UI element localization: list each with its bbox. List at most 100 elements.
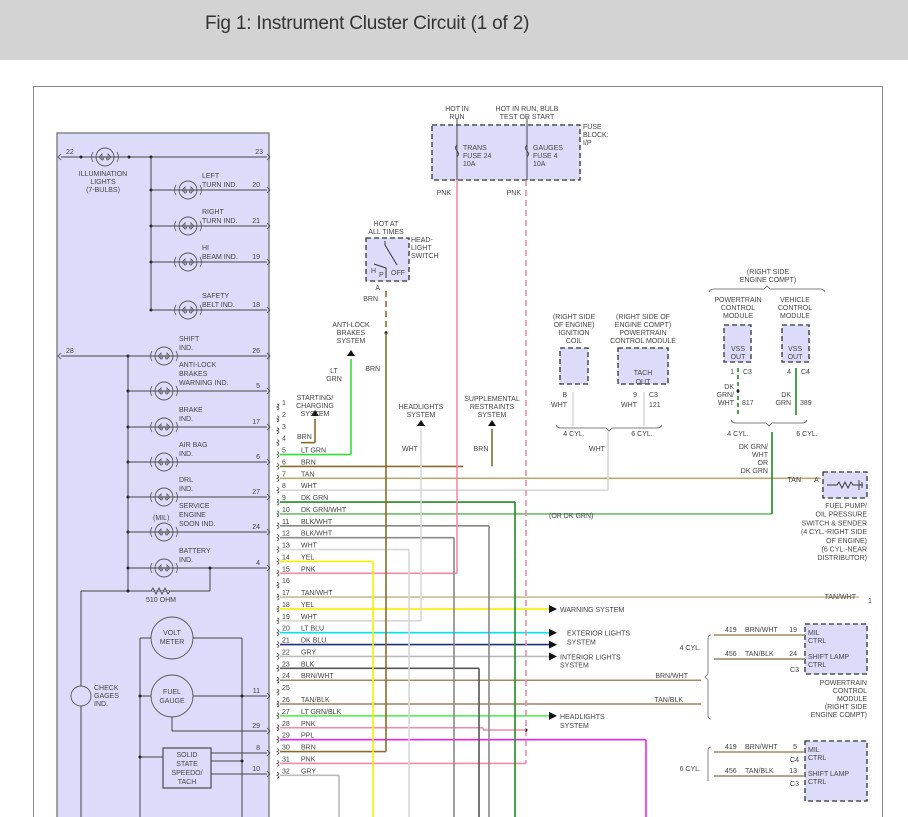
wire-color-label: BLK/WHT [301,519,333,526]
fuse-icon [525,144,529,158]
indicator-label: IND. [179,486,193,493]
wire-color-label: PNK [301,756,316,763]
bulb-filament-icon [174,304,202,316]
wire-label: BRN/WHT [745,744,778,751]
pcm-func-label: SHIFT LAMP [808,654,849,661]
module-pin-label: OUT [636,379,652,386]
pin-number: 6 [256,454,260,461]
connector-pin-icon [276,498,280,506]
charging-arrow-icon [311,410,319,416]
connector-pin-icon [276,617,280,625]
connector-pin-icon [276,486,280,494]
pcm-module-label: MODULE [837,696,867,703]
cyl-label: 4 CYL. [680,645,701,652]
bulb-filament-icon [150,562,178,574]
srs-system-label: SUPPLEMENTAL [464,396,520,403]
connector-pin-number: 14 [282,554,290,561]
connector-terminal-icon [266,423,271,431]
pin-label: 1 [868,598,872,605]
switch-label: HEAD- [411,237,433,244]
bulb-filament-icon [102,156,108,161]
pin-number: 18 [252,302,260,309]
pin-label: 13 [789,768,797,775]
bulb-filament-icon [174,184,202,196]
wire-label: WHT [752,452,769,459]
fuel-gauge-label: GAUGE [159,698,185,705]
fuel-pump-label: OIL PRESSURE [816,512,868,519]
wire-label: TAN/WHT [825,594,857,601]
wire-color-label: WHT [301,543,318,550]
pcm-module-label: POWERTRAIN [820,680,867,687]
connector-pin-icon [276,569,280,577]
bulb-filament-icon [185,309,191,314]
wire-color-label: GRY [301,649,316,656]
connector-pin-icon [276,534,280,542]
exterior-lights-label: SYSTEM [567,640,596,647]
indicator-label: IND. [179,345,193,352]
bulb-filament-icon [161,531,167,536]
pin-number: 17 [252,419,260,426]
cyl-label: 6 CYL. [796,431,817,438]
fuel-gauge-label: FUEL [163,689,181,696]
speedo-label: SPEEDO/ [171,770,202,777]
switch-position: P [379,272,384,279]
connector-pin-number: 1 [282,400,286,407]
fuse-block-label: I/P [583,140,592,147]
pin-number: 26 [252,348,260,355]
bulb-filament-icon [150,350,178,362]
wire-label: (OR DK GRN) [549,513,593,520]
charging-system-label: STARTING/ [297,395,334,402]
wire-label: WHT [402,446,419,453]
connector-pin-icon [276,629,280,637]
wire-label: WHT [551,402,568,409]
bulb-filament-icon [150,421,178,433]
connector-pin-number: 22 [282,649,290,656]
warning-arrow-icon [549,604,557,613]
headlights-arrow-icon [549,711,557,720]
wire-color-label: TAN/BLK [301,697,330,704]
bulb-filament-icon [161,567,167,572]
wire-color-label: BRN [301,745,316,752]
wire-label: WHT [718,400,735,407]
wire-label: OR [758,460,769,467]
pin-number: 11 [253,688,260,695]
connector-pin-icon [276,653,280,660]
indicator-label: TURN IND. [202,218,237,225]
indicator-label: IND. [179,451,193,458]
cyl-label: 6 CYL. [680,766,701,773]
connector-terminal-icon [266,186,271,194]
speedo-tach-box [162,747,212,789]
wire-color-label: BLK [301,661,315,668]
splice-dot [240,694,244,698]
brace-icon [730,419,808,427]
interior-lights-label: INTERIOR LIGHTS [560,654,621,661]
circuit-label: 456 [725,768,737,775]
illumination-bulb-icon [95,147,115,167]
connector-pin-number: 8 [282,483,286,490]
srs-system-label: SYSTEM [478,412,507,419]
connector-terminal-icon [266,749,271,757]
indicator-label: BRAKES [179,371,208,378]
connector-pin-icon [276,641,280,648]
location-label: (RIGHT SIDE [747,269,790,276]
wire-label: BRN [365,366,380,373]
wire-label: TAN [788,477,801,484]
pin-number: 27 [252,489,260,496]
bulb-filament-icon [150,385,178,397]
indicator-label: SOON IND. [179,521,216,528]
wire-color-label: PNK [301,566,316,573]
pcm-vss [723,324,752,363]
connector-pin-number: 24 [282,673,290,680]
pcm-func-label: MIL [808,747,820,754]
wire-label: GRN/ [717,392,735,399]
pcm-func-label: MIL [808,630,820,637]
indicator-label: LEFT [202,173,220,180]
indicator-bulb-icon [154,417,174,437]
pin-label: 1 [730,369,734,376]
connector-pin-icon [276,510,280,518]
pin-number: 19 [252,254,260,261]
pcm-output-module [804,623,868,675]
wire-color-label: BRN [301,459,316,466]
pin-number: 23 [255,149,263,156]
wire-color-label: YEL [301,602,314,609]
